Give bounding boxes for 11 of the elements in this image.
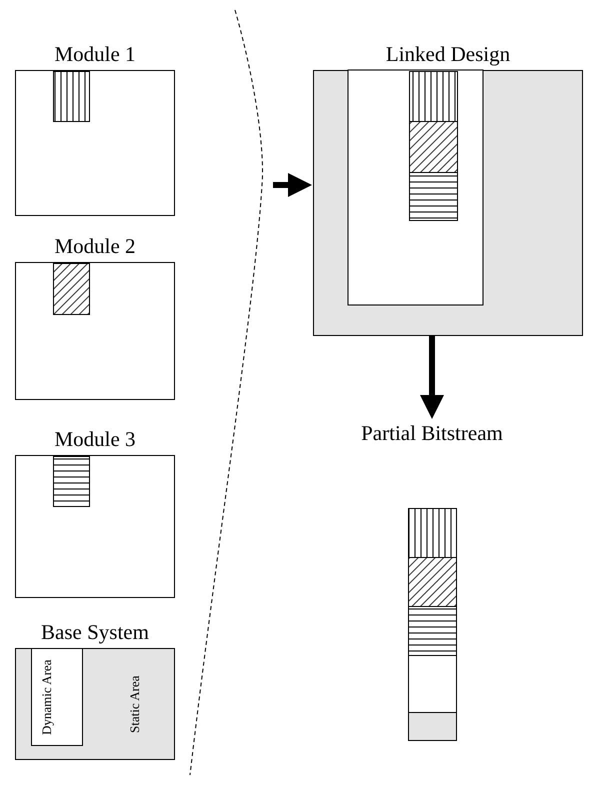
area-label: Dynamic Area — [40, 658, 55, 737]
panel-title: Base System — [40, 619, 150, 645]
panel-title: Module 3 — [53, 426, 137, 452]
area-label: Static Area — [128, 674, 143, 735]
panel-title: Module 1 — [53, 41, 137, 67]
arrow — [420, 336, 444, 419]
arrow — [273, 173, 312, 197]
panel-title: Module 2 — [53, 233, 137, 259]
panel-title: Partial Bitstream — [360, 420, 504, 446]
dynamic-area-box — [31, 648, 83, 746]
panel-title: Linked Design — [384, 41, 512, 67]
